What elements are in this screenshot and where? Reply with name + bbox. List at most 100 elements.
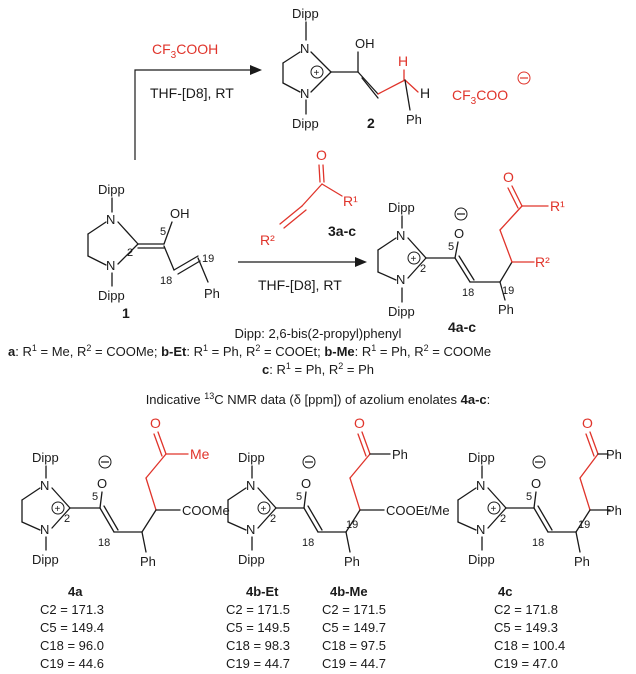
label-4b-me: 4b-Me [330,584,368,599]
compound-2: Dipp N N Dipp + OH H H Ph 2 [282,6,430,131]
svg-text:2: 2 [64,513,70,525]
svg-text:Dipp: Dipp [32,552,59,567]
4a-c18: C18 = 96.0 [40,638,104,653]
svg-text:Me: Me [190,446,210,462]
dipp-definition: Dipp: 2,6-bis(2-propyl)phenyl [235,326,402,341]
svg-text:Dipp: Dipp [468,450,495,465]
svg-text:N: N [40,522,49,537]
svg-text:Ph: Ph [140,554,156,569]
svg-text:CF3COOH: CF3COOH [152,41,218,61]
svg-text:OH: OH [355,36,375,51]
svg-text:O: O [150,415,161,431]
svg-text:5: 5 [296,491,302,503]
svg-text:Dipp: Dipp [32,450,59,465]
svg-text:R²: R² [260,232,275,248]
compound-1-label: 1 [122,305,130,321]
label-4c: 4c [498,584,512,599]
4bet-c19: C19 = 44.7 [226,656,290,671]
4a-c5: C5 = 149.4 [40,620,104,635]
svg-text:OH: OH [170,206,190,221]
nmr-header: Indicative 13C NMR data (δ [ppm]) of azo… [146,391,491,407]
svg-text:18: 18 [302,537,314,549]
substituents-line-2: c: R1 = Ph, R2 = Ph [262,361,374,377]
svg-text:N: N [300,41,309,56]
svg-text:O: O [454,226,464,241]
svg-text:5: 5 [526,491,532,503]
svg-text:Ph: Ph [406,112,422,127]
top-reaction: CF3COOH THF-[D8], RT Dipp N N Dipp + OH … [134,6,531,160]
svg-text:N: N [246,478,255,493]
svg-text:R²: R² [535,254,550,270]
compound-2-label: 2 [367,115,375,131]
main-conditions: THF-[D8], RT [258,277,342,293]
4c-c19: C19 = 47.0 [494,656,558,671]
svg-text:Dipp: Dipp [468,552,495,567]
svg-text:18: 18 [462,287,474,299]
compound-1: Dipp N N Dipp 2 5 OH 18 19 Ph 1 [87,182,220,321]
compound-4-label: 4a-c [448,319,476,335]
svg-text:O: O [97,476,107,491]
enolate-4a: Dipp N N Dipp + 2 5 O 18 Ph COOMe O M [21,415,230,599]
svg-text:5: 5 [448,241,454,253]
svg-text:Dipp: Dipp [98,288,125,303]
svg-text:N: N [106,212,115,227]
svg-text:+: + [491,504,497,515]
svg-text:2: 2 [270,513,276,525]
svg-text:19: 19 [202,253,214,265]
counterion: CF3COO [452,71,531,107]
compound-4: Dipp N N Dipp + 2 5 O 18 19 Ph R² O [377,169,565,335]
svg-text:O: O [582,415,593,431]
svg-text:N: N [396,272,405,287]
svg-text:N: N [106,258,115,273]
svg-text:Ph: Ph [344,554,360,569]
svg-text:2: 2 [127,247,133,259]
svg-text:N: N [246,522,255,537]
svg-text:Dipp: Dipp [292,116,319,131]
4bme-c5: C5 = 149.7 [322,620,386,635]
svg-text:R¹: R¹ [550,198,565,214]
svg-text:O: O [531,476,541,491]
enolate-4b: Dipp N N Dipp + 2 5 O 18 19 Ph COOEt/Me … [227,415,450,599]
svg-text:O: O [316,147,327,163]
4bet-c18: C18 = 98.3 [226,638,290,653]
svg-text:2: 2 [420,263,426,275]
svg-text:+: + [411,254,417,265]
4c-c2: C2 = 171.8 [494,602,558,617]
svg-text:18: 18 [98,537,110,549]
svg-text:R¹: R¹ [343,193,358,209]
svg-text:+: + [55,504,61,515]
svg-text:N: N [40,478,49,493]
4c-c18: C18 = 100.4 [494,638,565,653]
svg-text:19: 19 [502,285,514,297]
svg-text:Dipp: Dipp [98,182,125,197]
dipp-label: Dipp [292,6,319,21]
4bme-c19: C19 = 44.7 [322,656,386,671]
svg-text:Ph: Ph [392,447,408,462]
svg-text:5: 5 [160,226,166,238]
svg-text:N: N [300,86,309,101]
4a-c19: C19 = 44.6 [40,656,104,671]
substituents-line-1: a: R1 = Me, R2 = COOMe; b-Et: R1 = Ph, R… [8,343,491,359]
svg-text:N: N [476,478,485,493]
svg-text:2: 2 [500,513,506,525]
svg-text:+: + [261,504,267,515]
4a-c2: C2 = 171.3 [40,602,104,617]
4bme-c2: C2 = 171.5 [322,602,386,617]
4c-c5: C5 = 149.3 [494,620,558,635]
enone-3: O R¹ R² 3a-c [260,147,358,248]
svg-text:Ph: Ph [606,447,622,462]
svg-text:Ph: Ph [606,503,622,518]
svg-text:18: 18 [160,275,172,287]
compound-3-label: 3a-c [328,223,356,239]
svg-text:N: N [396,228,405,243]
main-arrow: THF-[D8], RT [238,257,367,293]
svg-text:19: 19 [578,519,590,531]
svg-text:O: O [354,415,365,431]
svg-text:Dipp: Dipp [388,200,415,215]
svg-text:N: N [476,522,485,537]
svg-text:COOEt/Me: COOEt/Me [386,503,450,518]
svg-text:O: O [503,169,514,185]
svg-text:Ph: Ph [574,554,590,569]
4bet-c2: C2 = 171.5 [226,602,290,617]
